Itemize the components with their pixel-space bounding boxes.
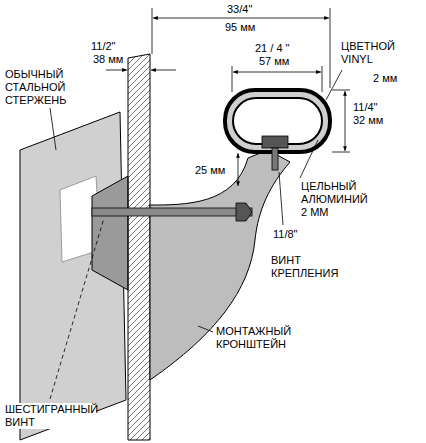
leader-lines xyxy=(50,70,342,399)
dimension-inch: 21 / 4 " xyxy=(254,42,290,55)
part-name: ОБЫЧНЫЙ СТАЛЬНОЙ СТЕРЖЕНЬ xyxy=(4,68,101,107)
dimension-mm: 95 мм xyxy=(224,21,256,34)
dimension-mm: 2 мм xyxy=(372,72,398,85)
dimension-inch: 11/4" xyxy=(352,101,379,114)
rail-clip xyxy=(262,136,288,148)
hex-screw xyxy=(92,208,252,216)
dimension-lines xyxy=(106,8,350,186)
part-name: ЦЕЛЬНЫЙ АЛЮМИНИЙ 2 ММ xyxy=(300,180,372,219)
toggle-anchor xyxy=(92,176,128,290)
dimension-inch: 11/2" xyxy=(90,40,117,53)
fastening-screw xyxy=(272,148,278,170)
dimension-mm: 32 мм xyxy=(352,114,384,127)
dimension-mm: 57 мм xyxy=(258,55,290,68)
dimension-mm: 38 мм xyxy=(92,53,124,66)
dimension-inch: 11/8" xyxy=(272,228,299,241)
part-name: ЦВЕТНОЙ VINYL xyxy=(340,40,402,66)
dimension-mm: 25 мм xyxy=(194,164,226,177)
vinyl-cover xyxy=(225,90,330,152)
part-name: МОНТАЖНЫЙ КРОНШТЕЙН xyxy=(215,325,297,351)
hex-head xyxy=(236,203,252,221)
wall-board xyxy=(128,54,150,440)
dimension-inch: 33/4" xyxy=(226,3,253,16)
part-name: ВИНТ КРЕПЛЕНИЯ xyxy=(270,254,342,280)
part-name: ШЕСТИГРАННЫЙ ВИНТ xyxy=(4,403,96,429)
